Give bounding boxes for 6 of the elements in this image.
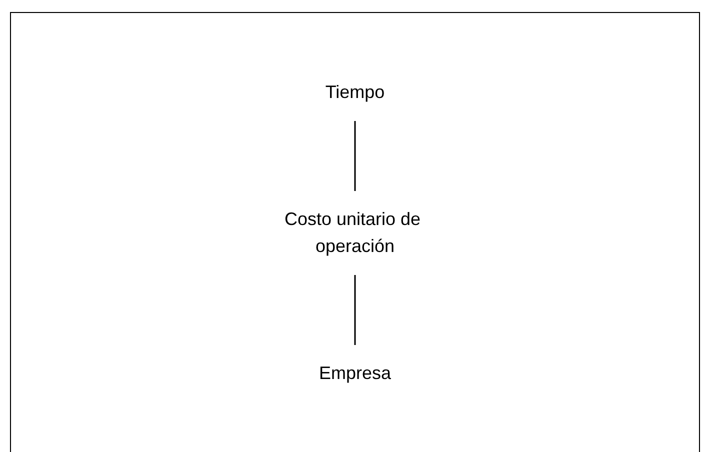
connector (354, 120, 356, 190)
node-text: Empresa (318, 362, 392, 382)
node-text: Costo unitario de operación (284, 208, 421, 256)
node-text: Tiempo (325, 82, 385, 102)
frame-border: Tiempo Costo unitario de operación Empresa (10, 12, 700, 452)
connector (354, 274, 356, 344)
